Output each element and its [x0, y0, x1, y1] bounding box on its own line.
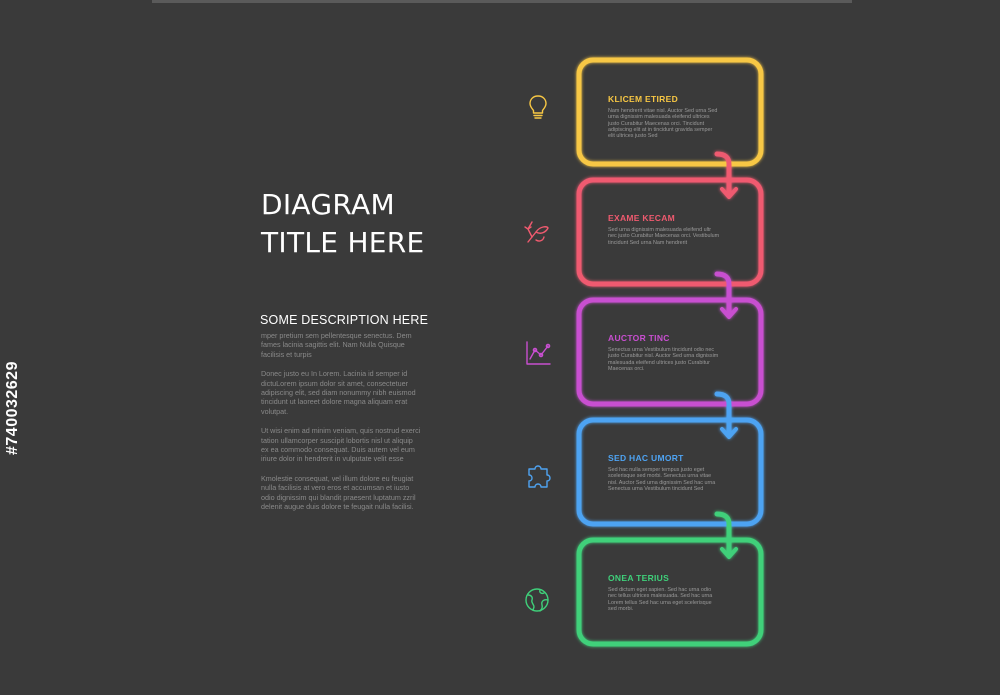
description-paragraph: mper pretium sem pellentesque senectus. …	[261, 331, 412, 359]
step-box	[576, 537, 764, 647]
title-line-2: TITLE HERE	[261, 226, 425, 259]
description-paragraph: Ut wisi enim ad minim veniam, quis nostr…	[261, 426, 421, 464]
globe-icon	[522, 585, 552, 615]
connector-line	[714, 151, 732, 197]
description-body: mper pretium sem pellentesque senectus. …	[261, 331, 421, 522]
arrow-down-icon	[720, 547, 738, 559]
connector-line	[714, 391, 732, 437]
step-box	[576, 297, 764, 407]
step-5-title: ONEA TERIUS	[608, 573, 670, 583]
description-paragraph: Donec justo eu In Lorem. Lacinia id semp…	[261, 369, 416, 416]
step-2-text: Sed urna dignissim malesuada eleifend ul…	[608, 227, 720, 246]
watermark-id: #740032629	[4, 361, 21, 455]
diagram-title: DIAGRAM TITLE HERE	[261, 186, 491, 262]
step-5-text: Sed dictum eget sapien. Sed hac urna odi…	[608, 587, 713, 612]
step-4-title: SED HAC UMORT	[608, 453, 684, 463]
description-heading: SOME DESCRIPTION HERE	[260, 313, 429, 327]
step-1-text: Nam hendrerit vitae nisl. Auctor Sed urn…	[608, 108, 718, 140]
step-4-text: Sed hac nulla semper tempus justo eget s…	[608, 467, 716, 492]
description-paragraph: Kmolestie consequat, vel illum dolore eu…	[261, 473, 416, 512]
line-chart-icon	[523, 338, 553, 368]
connector-line	[714, 511, 732, 557]
arrow-down-icon	[720, 427, 738, 439]
step-box	[576, 177, 764, 287]
puzzle-piece-icon	[523, 461, 553, 491]
step-1-title: KLICEM ETIRED	[608, 94, 679, 104]
title-line-1: DIAGRAM	[261, 188, 395, 221]
step-2-title: EXAME KECAM	[608, 213, 676, 223]
leaf-arrows-icon	[522, 216, 552, 246]
arrow-down-icon	[720, 187, 738, 199]
top-divider	[152, 0, 852, 3]
step-box	[576, 417, 764, 527]
step-3-title: AUCTOR TINC	[608, 333, 670, 343]
arrow-down-icon	[720, 307, 738, 319]
connector-line	[714, 271, 732, 317]
step-box	[576, 57, 764, 167]
lightbulb-icon	[523, 92, 553, 122]
step-3-text: Senectus urna Vestibulum tincidunt odio …	[608, 347, 719, 372]
